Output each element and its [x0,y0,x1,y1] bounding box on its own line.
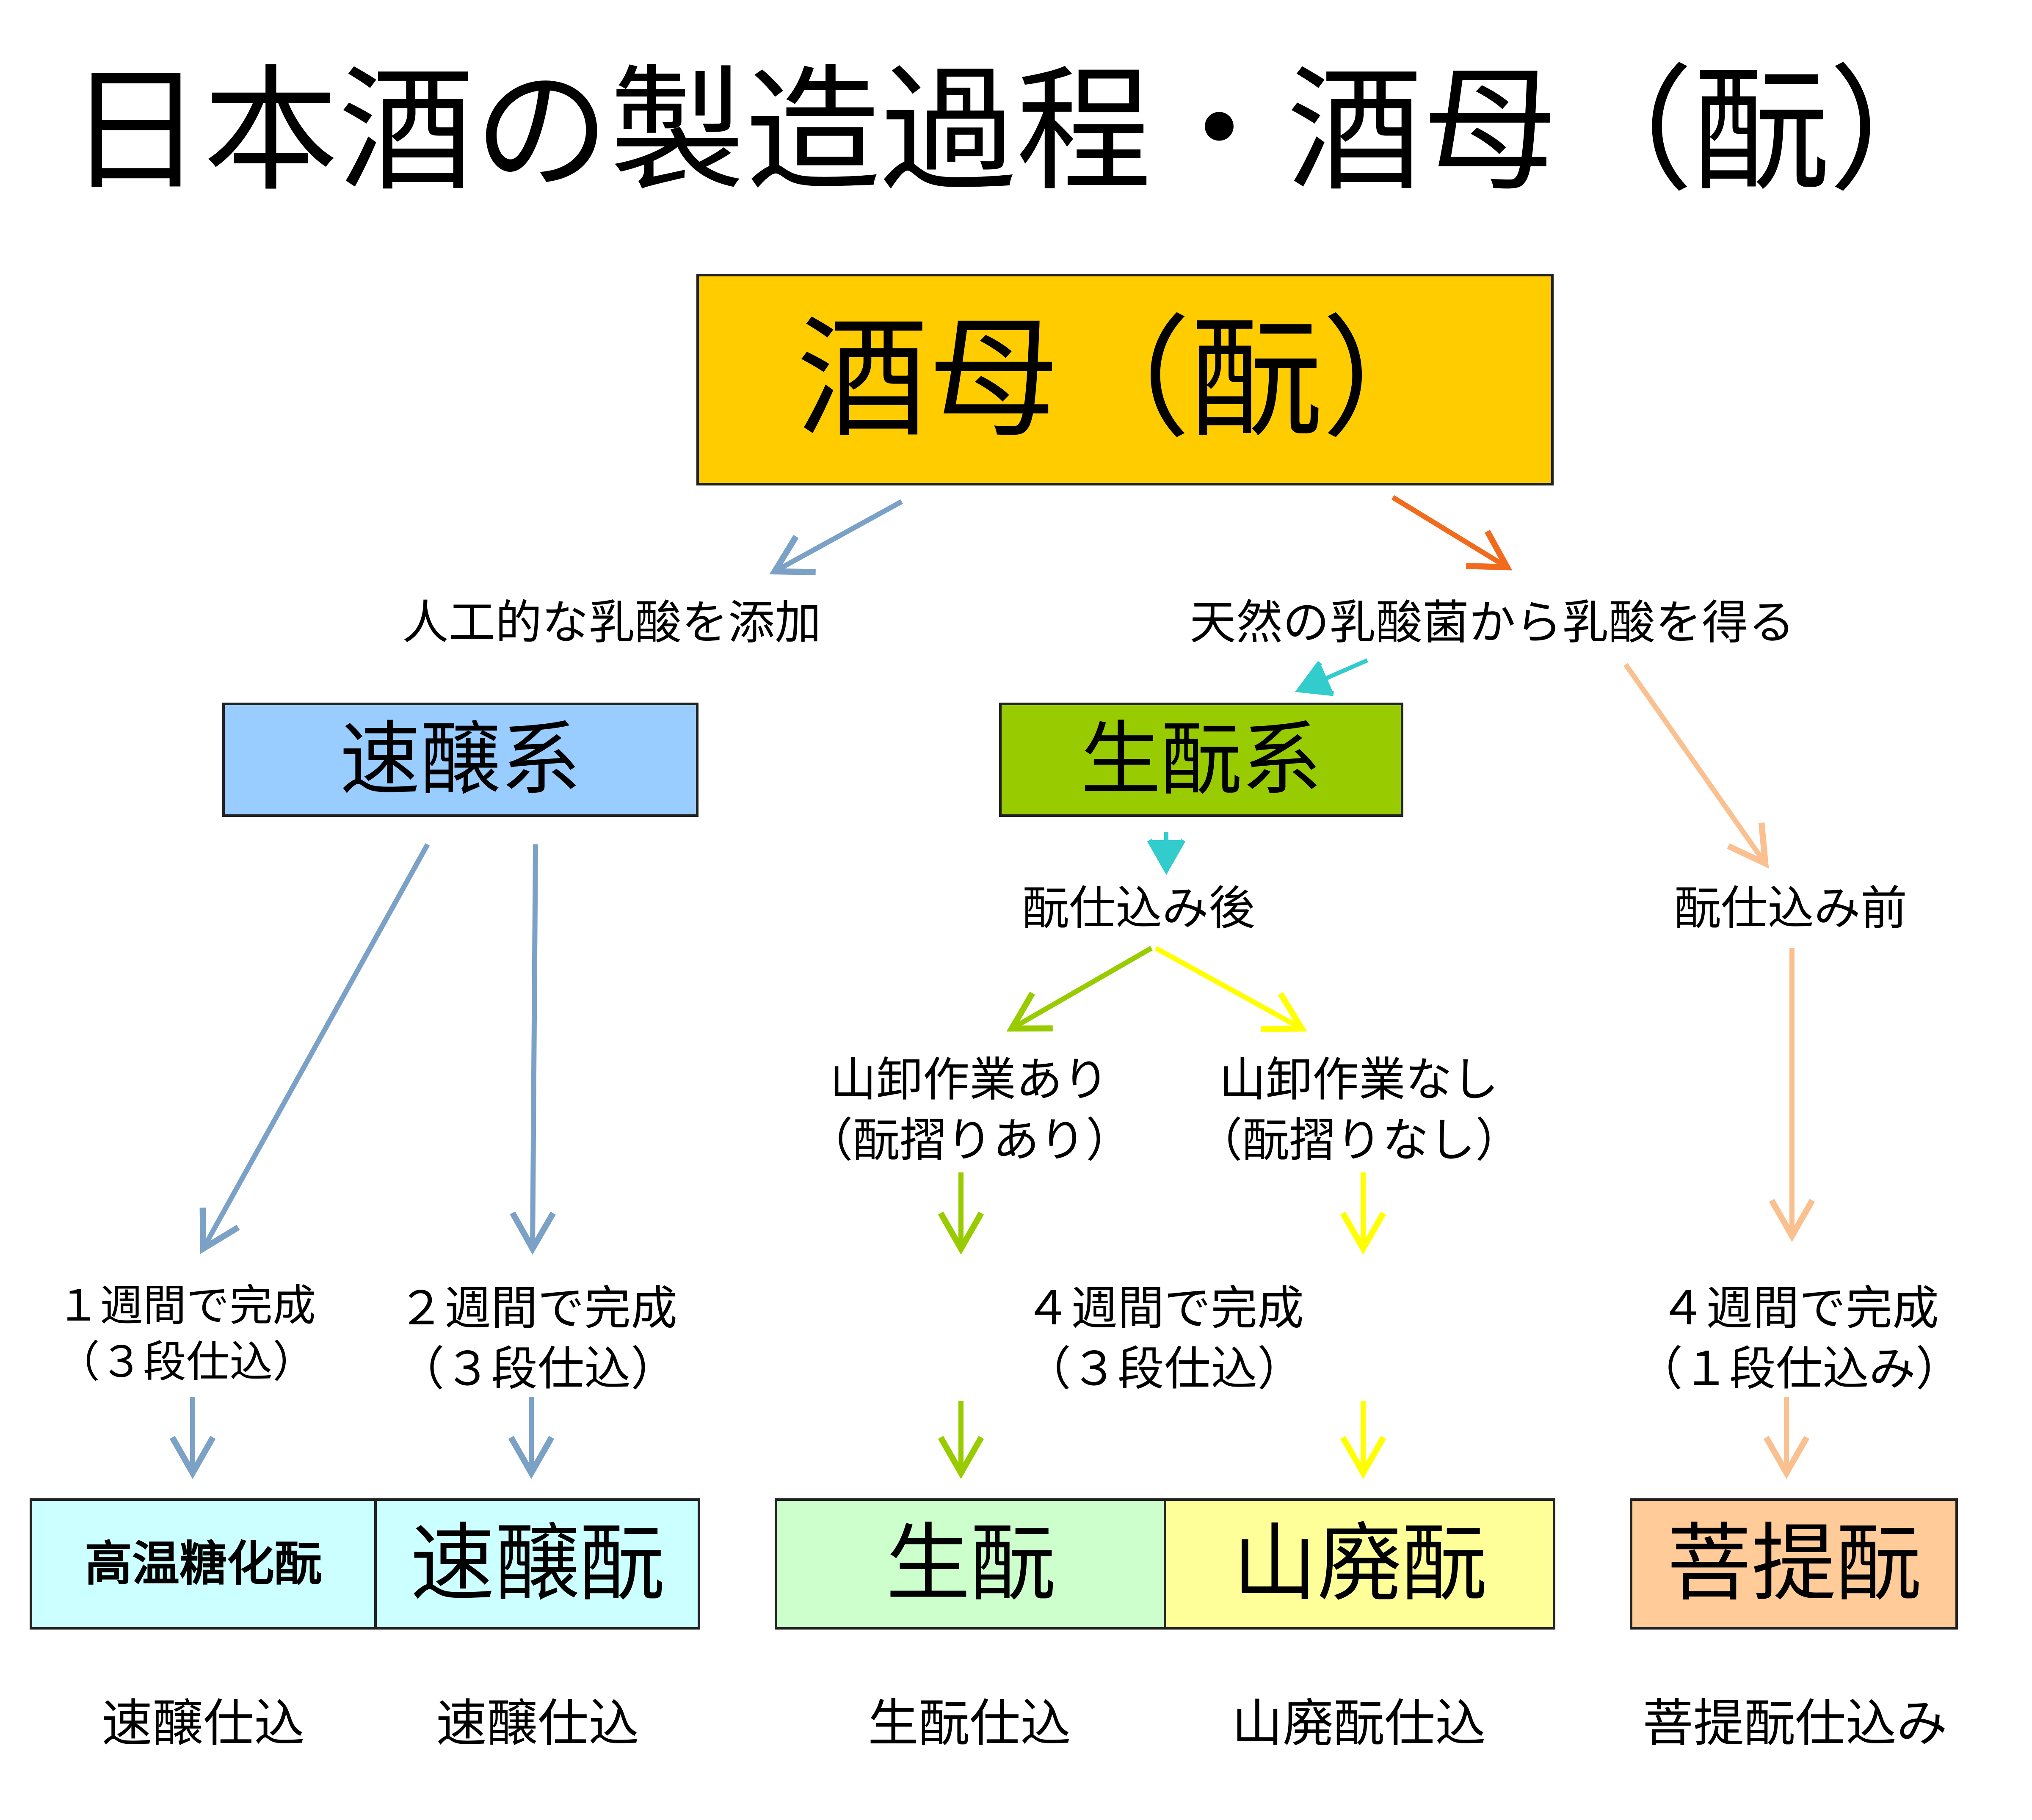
footer-kimoto-shikomi: 生酛仕込 [868,1694,1071,1753]
footer-sokujo-shikomi-1: 速醸仕込 [102,1694,305,1753]
arrow-sokujo-to-week1 [199,843,430,1254]
arrow-natural-to-before [1623,663,1769,869]
arrow-after-to-with [1006,946,1153,1032]
label-artificial-lactic: 人工的な乳酸を添加 [402,596,821,650]
arrow-after-to-without [1154,946,1307,1032]
shubo-main-box: 酒母（酛） [696,274,1554,485]
footer-sokujo-shikomi-2: 速醸仕込 [436,1694,639,1753]
sokujo-moto-box: 速醸酛 [374,1498,700,1630]
arrow-sokujo-to-week2 [510,844,556,1255]
arrow-main-to-natural [1391,495,1513,571]
bodai-moto-box: 菩提酛 [1630,1498,1958,1630]
kimoto-kei-box: 生酛系 [999,703,1403,817]
footer-yamahai-shikomi: 山廃酛仕込 [1232,1694,1486,1753]
arrow-natural-to-kimoto-kei [1295,658,1369,696]
label-week2: ２週間で完成 （３段仕込） [398,1281,677,1396]
label-natural-lactic: 天然の乳酸菌から乳酸を得る [1190,596,1795,650]
label-week4a: ４週間で完成 （３段仕込） [1024,1281,1304,1396]
footer-bodai-shikomi: 菩提酛仕込み [1643,1694,1947,1753]
label-without-yamaoroshi: 山卸作業なし （酛摺りなし） [1196,1053,1522,1167]
kouon-touka-moto-box: 高温糖化酛 [30,1498,377,1630]
arrow-main-to-artificial [769,499,903,575]
label-week4b: ４週間で完成 （１段仕込み） [1636,1281,1962,1396]
yamahai-moto-box: 山廃酛 [1164,1498,1555,1630]
label-before-moto: 酛仕込み前 [1674,881,1907,935]
kimoto-box: 生酛 [775,1498,1166,1630]
label-with-yamaoroshi: 山卸作業あり （酛摺りあり） [806,1053,1132,1167]
sokujo-kei-box: 速醸系 [222,703,698,817]
label-after-moto: 酛仕込み後 [1022,881,1255,935]
label-week1: １週間で完成 （３段仕込） [57,1281,316,1387]
page-title: 日本酒の製造過程・酒母（酛） [68,52,1964,210]
